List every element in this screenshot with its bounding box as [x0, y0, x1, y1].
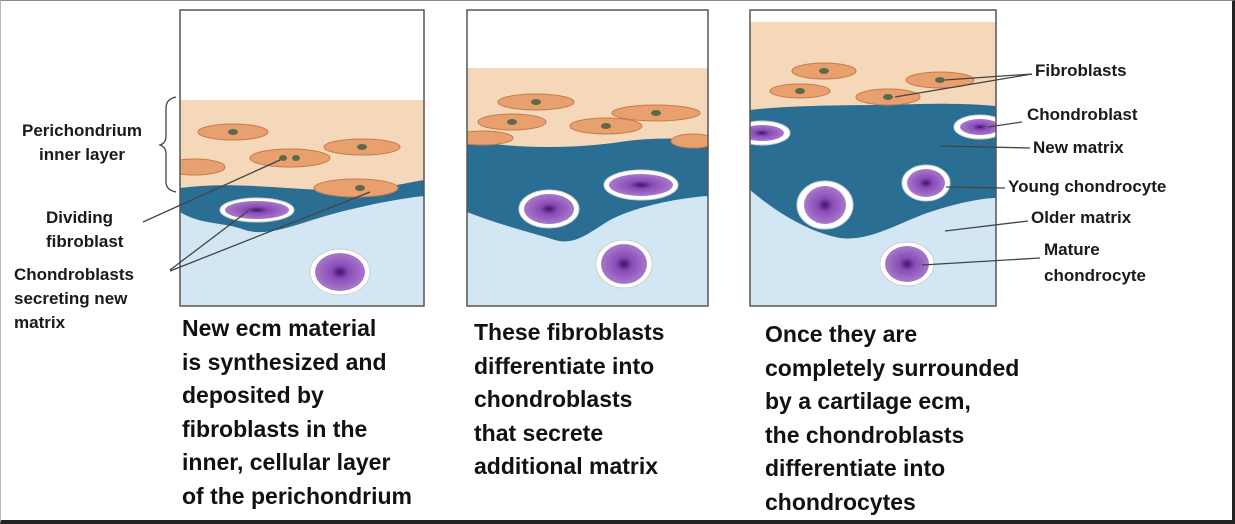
- panel-1-chondroblast: [219, 197, 295, 223]
- panel-2-old-matrix: [467, 196, 708, 306]
- chondroblasts-label-line2: secreting new: [14, 289, 128, 308]
- mature-label-line2: chondrocyte: [1044, 266, 1147, 285]
- caption-panel-2: These fibroblasts differentiate into cho…: [474, 316, 664, 484]
- panel-1-chondrocyte: [309, 248, 371, 296]
- panel-2-chondrocyte: [595, 239, 653, 289]
- panel-3-old-matrix: [750, 190, 996, 306]
- chondroblast-label: Chondroblast: [1027, 105, 1138, 124]
- panel-2-fibroblasts: [467, 93, 708, 149]
- panel-3-fibroblasts: [769, 62, 975, 106]
- caption-3-line: differentiate into: [765, 455, 946, 481]
- right-leader-lines: [894, 73, 1041, 266]
- panel-2-young-chondrocyte: [518, 189, 580, 229]
- caption-panel-3: Once they are completely surrounded by a…: [765, 318, 1019, 519]
- caption-1-line: New ecm material: [182, 315, 377, 341]
- older-matrix-label: Older matrix: [1031, 208, 1132, 227]
- caption-2-line: These fibroblasts: [474, 319, 665, 345]
- panel-2: [467, 10, 708, 306]
- perichondrium-bracket: [157, 96, 177, 193]
- perichondrium-label: Perichondrium inner layer: [2, 119, 162, 167]
- caption-panel-1: New ecm material is synthesized and depo…: [182, 312, 412, 513]
- caption-3-line: chondrocytes: [765, 488, 916, 515]
- panel-3: [750, 10, 996, 306]
- dividing-fibroblast-label: Dividing fibroblast: [46, 206, 123, 254]
- chondroblasts-label-line1: Chondroblasts: [14, 265, 134, 284]
- chondroblasts-secreting-label: Chondroblasts secreting new matrix: [14, 263, 134, 335]
- panel-3-young-chondrocytes: [796, 164, 951, 230]
- caption-3-line: by a cartilage ecm,: [765, 388, 971, 414]
- caption-1-line: inner, cellular layer: [182, 449, 391, 475]
- panel-1: [180, 10, 424, 306]
- dividing-label-line1: Dividing: [46, 208, 114, 227]
- perichondrium-label-line2: inner layer: [39, 145, 125, 164]
- caption-3-line: completely surrounded: [765, 354, 1020, 381]
- caption-3-line: the chondroblasts: [765, 421, 965, 448]
- panel-3-chondroblasts: [750, 114, 996, 146]
- fibroblasts-label: Fibroblasts: [1035, 61, 1127, 80]
- caption-2-line: that secrete: [474, 419, 604, 446]
- perichondrium-label-line1: Perichondrium: [22, 121, 142, 140]
- caption-1-line: of the perichondrium: [182, 482, 412, 509]
- caption-2-line: additional matrix: [474, 453, 659, 479]
- mature-chondrocyte-label: Mature chondrocyte: [1044, 237, 1146, 289]
- panel-1-fibroblasts: [180, 123, 401, 198]
- mature-label-line1: Mature: [1044, 240, 1100, 259]
- caption-1-line: deposited by: [182, 382, 324, 408]
- panel-3-mature-chondrocyte: [879, 241, 935, 287]
- caption-2-line: chondroblasts: [474, 386, 633, 412]
- left-leader-lines: [142, 96, 371, 272]
- chondroblasts-label-line3: matrix: [14, 313, 66, 332]
- caption-2-line: differentiate into: [474, 352, 655, 379]
- caption-1-line: is synthesized and: [182, 348, 387, 375]
- young-chondrocyte-label: Young chondrocyte: [1008, 177, 1167, 196]
- dividing-label-line2: fibroblast: [46, 232, 124, 251]
- panel-2-chondroblast: [603, 169, 679, 201]
- caption-1-line: fibroblasts in the: [182, 415, 368, 442]
- new-matrix-label: New matrix: [1033, 138, 1124, 157]
- caption-3-line: Once they are: [765, 321, 918, 347]
